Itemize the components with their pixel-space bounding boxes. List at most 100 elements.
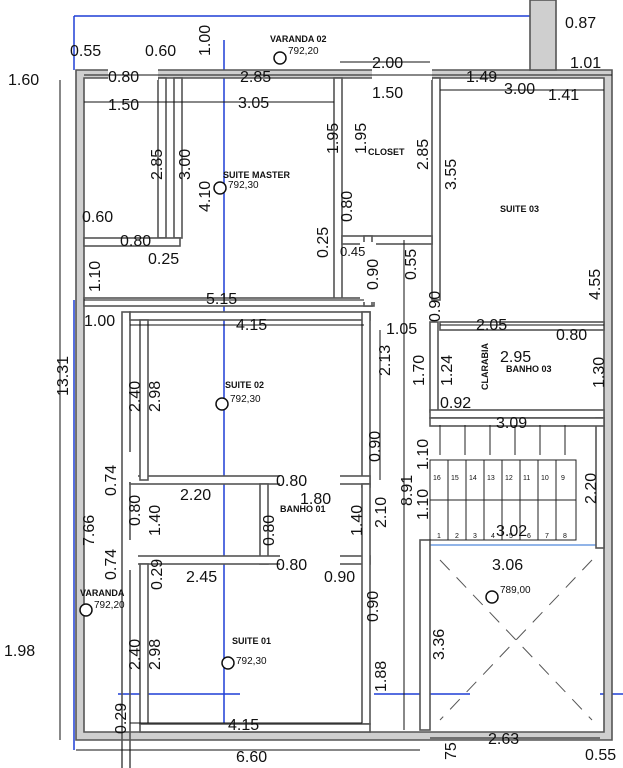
stair-step-5: 5 [509, 533, 513, 540]
room-label-closet: CLOSET [368, 147, 405, 157]
dim-text: 3.55 [443, 159, 460, 190]
stair-numbers: 16 15 14 13 12 11 10 9 1 2 3 4 5 6 7 8 [433, 475, 567, 540]
dim-text: 0.90 [427, 291, 444, 322]
dim-text: 7.66 [81, 515, 98, 546]
dim-text: 0.80 [276, 557, 307, 574]
stair-step-16: 16 [433, 475, 441, 482]
dim-text: 0.55 [70, 43, 101, 60]
level-marker-icon [215, 397, 229, 411]
dim-text: 0.87 [565, 15, 596, 32]
dim-text: 1.98 [4, 643, 35, 660]
room-label-varanda-02: VARANDA 02 [270, 34, 327, 44]
dim-text: 0.80 [108, 69, 139, 86]
stair-step-14: 14 [469, 475, 477, 482]
dim-text: 0.80 [261, 515, 278, 546]
dim-text: 1.50 [372, 85, 403, 102]
dim-text: 0.80 [276, 473, 307, 490]
level-marker-icon [485, 590, 499, 604]
stair-step-11: 11 [523, 475, 530, 482]
dim-text: 2.20 [583, 473, 600, 504]
dim-text: 5.15 [206, 291, 237, 308]
dim-text: 4.15 [236, 317, 267, 334]
dim-text: 3.05 [238, 95, 269, 112]
stair-step-2: 2 [455, 533, 459, 540]
wall-suite02-left-inner [139, 319, 149, 481]
dim-text: 2.40 [127, 639, 144, 670]
dim-text: 1.88 [373, 661, 390, 692]
level-marker-icon [273, 51, 287, 65]
room-label-suite-02: SUITE 02 [225, 380, 264, 390]
wall-suite03-bottom [439, 321, 605, 331]
dim-text: 1.00 [197, 25, 214, 56]
dim-text: 1.10 [415, 439, 432, 470]
dim-text: 1.95 [353, 123, 370, 154]
dim-text: 75 [443, 742, 460, 760]
stair-step-9: 9 [561, 475, 565, 482]
level-markers [79, 51, 499, 670]
wall-master-closet-low [83, 237, 181, 247]
dim-text: 2.05 [476, 317, 507, 334]
wall-closet-suite03 [431, 77, 441, 301]
dim-text: 0.29 [113, 703, 130, 734]
dim-text: 2.00 [372, 55, 403, 72]
dim-text: 1.80 [300, 491, 331, 508]
dim-text: 3.00 [504, 81, 535, 98]
room-label-clarabia: CLARABIA [480, 343, 490, 390]
dim-text: 0.80 [120, 233, 151, 250]
dim-text: 1.95 [325, 123, 342, 154]
dim-text: 2.63 [488, 731, 519, 748]
stair-step-15: 15 [451, 475, 459, 482]
wall-closet-bottom [341, 235, 433, 245]
dim-text: 1.50 [108, 97, 139, 114]
dim-text: 0.80 [127, 495, 144, 526]
dim-text: 1.00 [84, 313, 115, 330]
dim-text: 0.90 [324, 569, 355, 586]
dim-text: 0.80 [339, 191, 356, 222]
dim-text: 0.29 [149, 559, 166, 590]
dim-text: 1.24 [439, 355, 456, 386]
wall-master-closet [333, 77, 343, 301]
dim-text: 3.00 [177, 149, 194, 180]
level-stair-landing: 789,00 [500, 585, 531, 596]
level-varanda: 792,20 [94, 600, 125, 611]
stair [429, 425, 577, 541]
dim-text: 0.90 [367, 431, 384, 462]
dim-text: 0.55 [585, 747, 616, 764]
dim-text: 0.55 [403, 249, 420, 280]
dim-text: 2.85 [149, 149, 166, 180]
level-marker-icon [79, 603, 93, 617]
stair-step-12: 12 [505, 475, 513, 482]
dim-text: 2.40 [127, 381, 144, 412]
room-label-suite-03: SUITE 03 [500, 204, 539, 214]
stair-step-3: 3 [473, 533, 477, 540]
dim-text: 1.10 [87, 261, 104, 292]
dim-text: 3.09 [496, 415, 527, 432]
dim-text: 8.91 [399, 475, 416, 506]
stair-step-4: 4 [491, 533, 495, 540]
dim-text: 1.41 [548, 87, 579, 104]
dim-text: 1.49 [466, 69, 497, 86]
level-suite-01: 792,30 [236, 656, 267, 667]
dim-text: 1.70 [411, 355, 428, 386]
stair-step-10: 10 [541, 475, 549, 482]
wall-stair-top [429, 417, 605, 427]
dim-text: 0.92 [440, 395, 471, 412]
dim-text: 0.60 [82, 209, 113, 226]
dim-text: 0.74 [103, 465, 120, 496]
wall-stair-bottom-left [419, 539, 431, 731]
dimension-texts-vertical: 1.00 2.85 3.00 1.95 1.95 2.85 3.55 4.10 … [55, 25, 608, 760]
walls [75, 0, 613, 768]
level-marker-icon [221, 656, 235, 670]
stair-step-6: 6 [527, 533, 531, 540]
room-label-suite-01: SUITE 01 [232, 636, 271, 646]
dim-text: 0.74 [103, 549, 120, 580]
dimension-lines [59, 61, 612, 751]
openings [108, 68, 432, 570]
dim-text: 1.10 [415, 489, 432, 520]
dim-text: 1.30 [591, 357, 608, 388]
wall-banho03-left [429, 321, 439, 413]
dim-text: 3.36 [431, 629, 448, 660]
dim-text: 1.01 [570, 55, 601, 72]
wall-suite01-bottom [139, 723, 371, 733]
void-cross [439, 559, 593, 721]
